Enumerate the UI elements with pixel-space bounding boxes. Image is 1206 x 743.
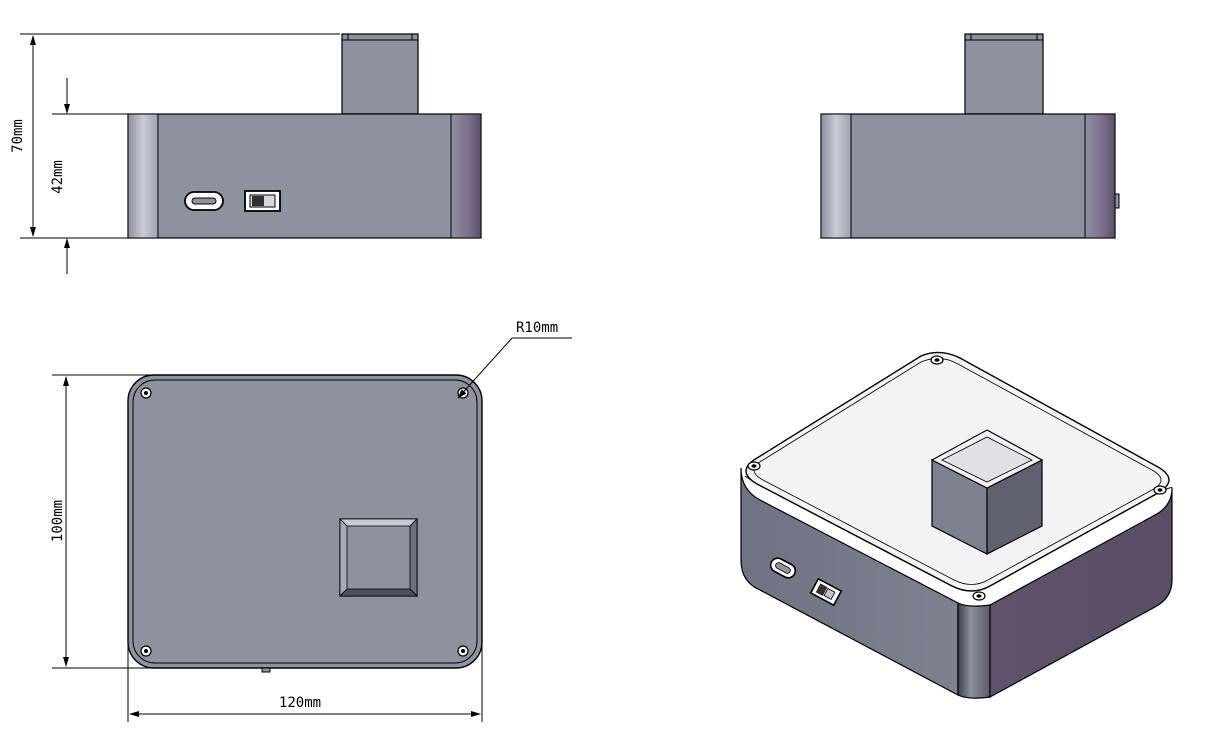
dimension-70mm: 70mm bbox=[10, 33, 340, 239]
isometric-view bbox=[740, 351, 1173, 699]
label-42mm: 42mm bbox=[50, 160, 66, 194]
dimension-120mm: 120mm bbox=[127, 640, 483, 722]
label-r10mm: R10mm bbox=[516, 320, 558, 336]
dimension-r10mm: R10mm bbox=[457, 320, 572, 399]
iso-knob-cube bbox=[930, 429, 1044, 555]
label-100mm: 100mm bbox=[50, 500, 66, 542]
label-120mm: 120mm bbox=[279, 695, 321, 711]
iso-screw-holes bbox=[747, 355, 1167, 601]
dimension-42mm: 42mm bbox=[50, 78, 128, 274]
iso-switch bbox=[809, 577, 843, 607]
front-body bbox=[127, 113, 482, 239]
front-view bbox=[127, 33, 482, 239]
back-view bbox=[820, 33, 1120, 239]
dimension-100mm: 100mm bbox=[50, 374, 150, 669]
label-70mm: 70mm bbox=[10, 119, 26, 153]
iso-usb-c-port bbox=[769, 557, 797, 579]
top-view bbox=[127, 374, 483, 673]
top-body bbox=[127, 374, 483, 669]
knob-top bbox=[339, 518, 418, 597]
front-knob bbox=[341, 33, 419, 115]
